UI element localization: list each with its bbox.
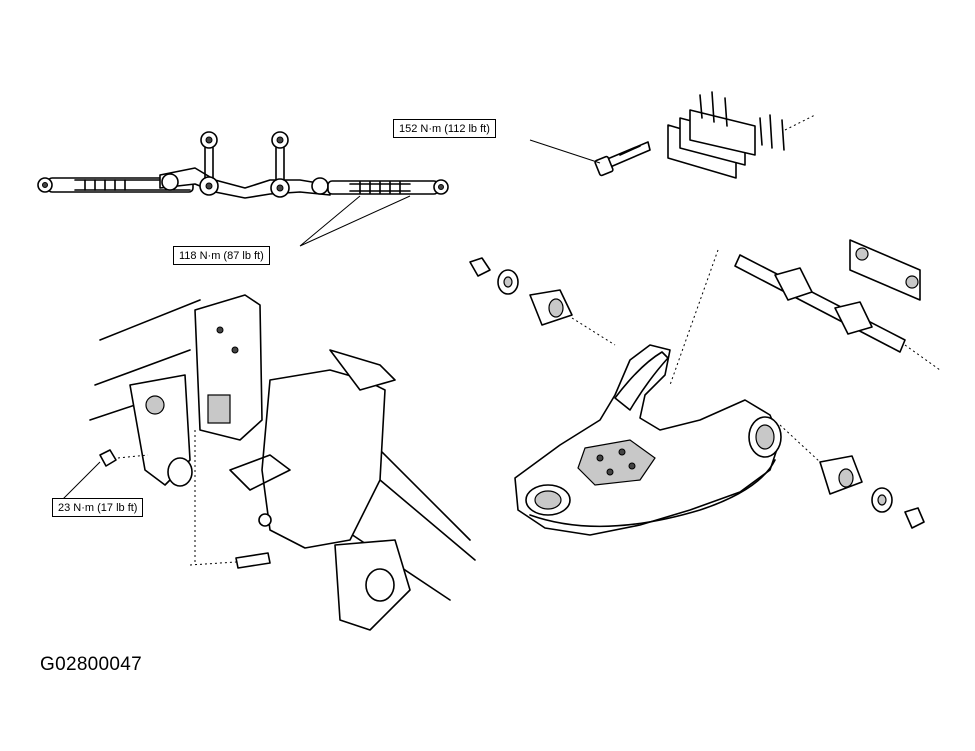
figure-id: G02800047 xyxy=(40,654,143,675)
leader-23 xyxy=(61,461,101,501)
rear-bushing-parts xyxy=(779,424,925,529)
torque-callout-23: 23 N·m (17 lb ft) xyxy=(52,498,144,517)
front-bushing-parts xyxy=(469,257,616,346)
bracket-bolt xyxy=(189,430,271,569)
small-nut xyxy=(99,449,149,467)
alignment-shims xyxy=(667,91,816,179)
leader-118 xyxy=(299,195,411,247)
frame-bracket xyxy=(89,294,476,631)
tie-rod-linkage-assembly xyxy=(37,131,449,199)
torque-callout-152: 152 N·m (112 lb ft) xyxy=(393,119,496,138)
torque-callout-118: 118 N·m (87 lb ft) xyxy=(173,246,270,265)
pivot-shaft xyxy=(669,239,941,386)
mounting-bolt xyxy=(594,141,651,177)
upper-control-arm xyxy=(514,344,782,536)
leader-152 xyxy=(529,139,601,164)
